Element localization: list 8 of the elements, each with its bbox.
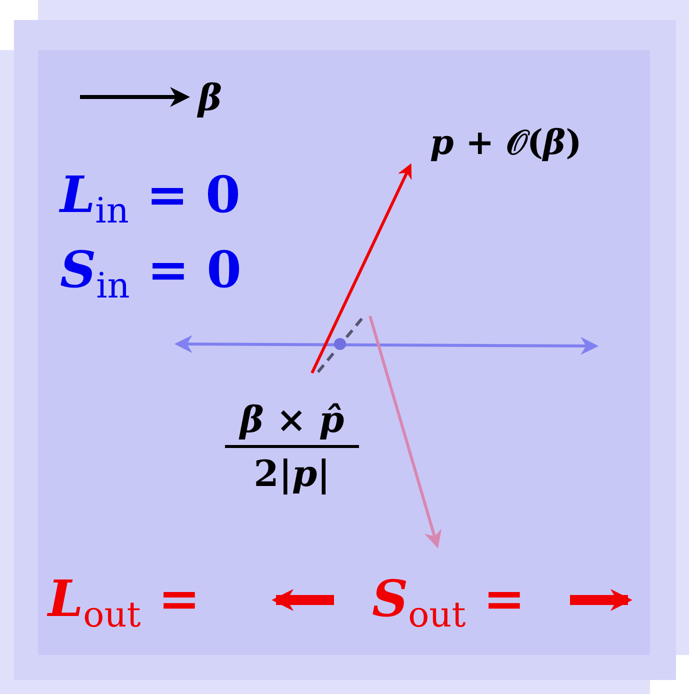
math-label: S$_{in}$ = 0 bbox=[60, 245, 242, 304]
math-label: p + 𝒪(β) bbox=[430, 126, 582, 160]
math-label: 2|p| bbox=[254, 456, 330, 492]
math-label: β × p̂ bbox=[240, 402, 344, 438]
math-label: L$_{in}$ = 0 bbox=[60, 170, 240, 230]
math-label: β bbox=[198, 80, 222, 116]
math-label: L$_{out}$ = bbox=[48, 574, 200, 634]
math-label: S$_{out}$ = bbox=[372, 574, 526, 634]
